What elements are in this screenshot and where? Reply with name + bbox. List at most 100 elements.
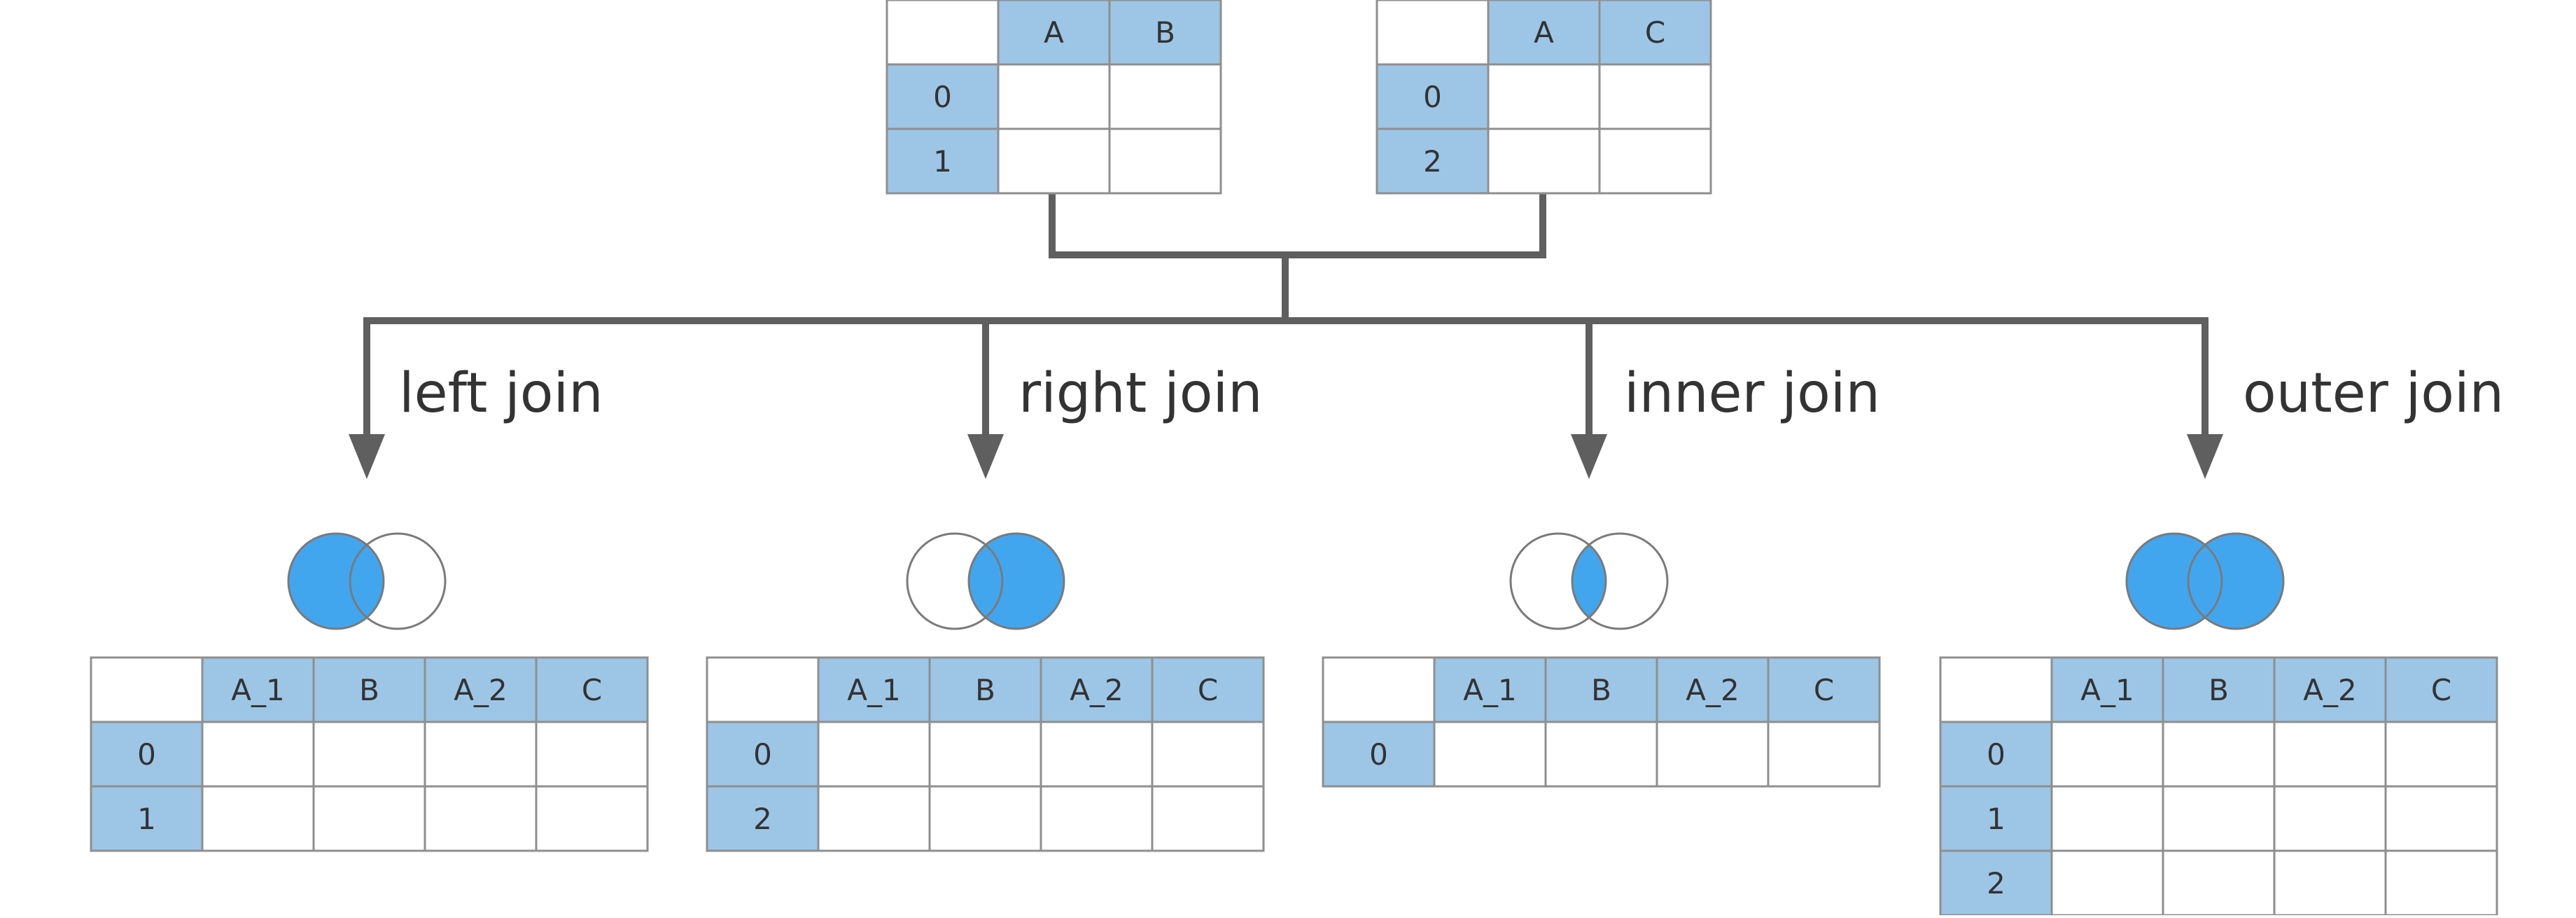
column-header-cell <box>1656 656 1770 723</box>
index-label: 0 <box>1987 737 2005 772</box>
index-label: 2 <box>1987 866 2005 900</box>
data-cell <box>535 721 649 788</box>
data-cell <box>201 721 315 788</box>
venn-right-circle-fill <box>969 534 1064 629</box>
index-cell <box>1939 785 2053 852</box>
column-header-label: B <box>359 673 379 707</box>
index-cell <box>1939 849 2053 917</box>
index-cell <box>1376 127 1490 195</box>
column-header-cell <box>201 656 315 723</box>
data-cell <box>2273 721 2387 788</box>
corner-cell <box>1322 656 1436 723</box>
venn-left-circle-outline <box>287 532 385 630</box>
index-cell <box>706 721 820 788</box>
venn-inner <box>1509 532 1669 630</box>
source-join-bracket <box>1049 193 1546 258</box>
data-cell <box>424 785 538 852</box>
column-header-label: C <box>582 673 602 707</box>
data-cell <box>2050 849 2164 917</box>
data-cell <box>1487 63 1601 130</box>
column-header-cell <box>2384 656 2498 723</box>
data-cell <box>1598 63 1712 130</box>
join-label: inner join <box>1624 362 1880 425</box>
column-header-label: A_2 <box>1686 673 1739 707</box>
data-cell <box>2384 785 2498 852</box>
index-cell <box>1322 721 1436 788</box>
data-cell <box>928 721 1042 788</box>
join-label: right join <box>1018 362 1263 425</box>
index-cell <box>90 785 204 852</box>
data-cell <box>2273 849 2387 917</box>
venn-left <box>287 532 447 630</box>
arrow-head <box>967 434 1004 479</box>
data-cell <box>2384 721 2498 788</box>
venn-left-circle-outline <box>906 532 1004 630</box>
column-header-cell <box>1544 656 1658 723</box>
venn-right-circle-fill <box>2188 534 2283 629</box>
column-header-cell <box>2162 656 2276 723</box>
data-cell <box>424 721 538 788</box>
data-cell <box>2050 785 2164 852</box>
data-cell <box>201 785 315 852</box>
index-cell <box>90 721 204 788</box>
data-cell <box>1108 127 1222 195</box>
index-label: 0 <box>933 80 952 114</box>
join-label: outer join <box>2243 362 2504 425</box>
index-label: 1 <box>933 144 952 179</box>
column-header-label: B <box>975 673 995 707</box>
data-cell <box>2273 785 2387 852</box>
data-cell <box>1598 127 1712 195</box>
data-cell <box>817 721 931 788</box>
column-header-label: C <box>2431 673 2451 707</box>
index-label: 2 <box>1423 144 1442 179</box>
data-cell <box>817 785 931 852</box>
column-header-cell <box>2273 656 2387 723</box>
corner-cell <box>90 656 204 723</box>
corner-cell <box>1939 656 2053 723</box>
column-header-cell <box>312 656 426 723</box>
data-cell <box>1040 721 1154 788</box>
data-cell <box>1433 721 1547 788</box>
index-label: 0 <box>753 737 772 772</box>
column-header-label: B <box>1155 15 1175 50</box>
data-cell <box>1656 721 1770 788</box>
result-table-left: A_1 B A_2 C 0 1 <box>90 656 649 852</box>
venn-intersection-fill <box>1572 534 1606 629</box>
column-header-label: A_2 <box>454 673 507 707</box>
venn-diagrams <box>287 532 2285 630</box>
arrow-head <box>1571 434 1607 479</box>
data-cell <box>1767 721 1881 788</box>
column-header-label: A_1 <box>231 673 284 707</box>
column-header-label: B <box>1591 673 1611 707</box>
join-labels: left join right join inner join outer join <box>399 362 2504 425</box>
column-header-label: A <box>1534 15 1554 50</box>
arrow-head <box>349 434 385 479</box>
data-cell <box>1040 785 1154 852</box>
venn-right <box>906 532 1065 630</box>
column-header-cell <box>1767 656 1881 723</box>
index-label: 0 <box>137 737 156 772</box>
venn-left-circle-fill <box>288 534 384 629</box>
column-header-label: A_1 <box>847 673 900 707</box>
data-cell <box>997 127 1111 195</box>
connector-lines <box>349 193 2223 479</box>
corner-cell <box>706 656 820 723</box>
data-cell <box>1151 785 1265 852</box>
corner-cell <box>886 0 1000 66</box>
column-header-label: C <box>1645 15 1665 50</box>
join-label: left join <box>399 362 603 425</box>
venn-right-circle-outline <box>349 532 447 630</box>
index-label: 1 <box>137 802 156 836</box>
column-header-label: A_2 <box>1070 673 1123 707</box>
data-cell <box>1151 721 1265 788</box>
data-cell <box>2162 849 2276 917</box>
data-cell <box>997 63 1111 130</box>
